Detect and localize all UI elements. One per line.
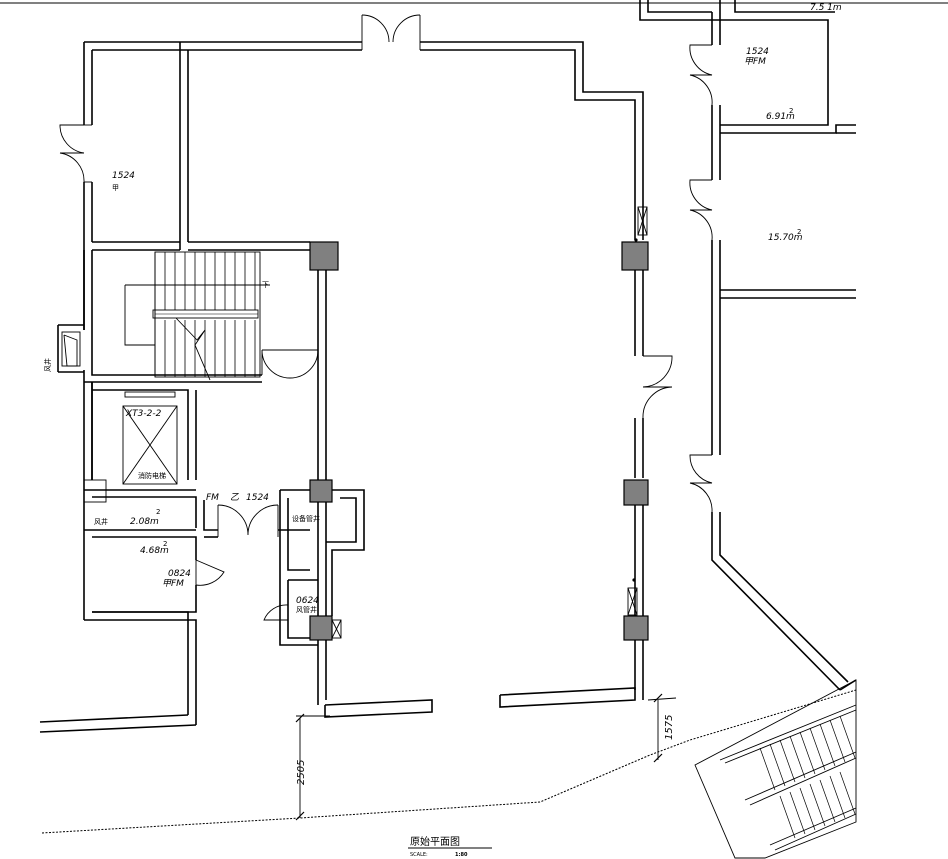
drawing-title: 原始平面图 [410,835,460,848]
room-labels: 1524 甲 1524 甲FM 6.91m 2 15.70m 2 7.5 1m … [94,3,842,614]
door-code-right: 1524 [746,47,769,57]
room-area-15-70: 15.70m [768,233,803,243]
left-vent-label: 风井 [43,358,52,372]
stair-down-label: 下 [262,281,269,289]
sup-3: 2 [156,508,160,516]
columns [309,206,649,641]
door-type-right: 甲FM [744,57,766,67]
room-door-type: 甲FM [162,579,184,589]
left-vent: 风井 [43,324,84,373]
dimension-2505: 2505 [296,760,307,785]
door-type-left: 甲 [112,184,119,192]
room-area-6-91: 6.91m [766,112,795,122]
exterior-walls [39,41,644,733]
elevator-code: XT3-2-2 [125,409,162,419]
room-door-code: 0824 [168,569,191,579]
sup-1: 2 [789,107,793,115]
room-area-4-68: 4.68m [140,546,169,556]
elevator-label: 消防电梯 [138,471,166,480]
scale-value: 1:80 [455,852,468,858]
title-block: 原始平面图 SCALE: 1:80 [408,835,492,858]
small-shaft-label: 风管井 [296,605,317,614]
door-fm-label: FM [206,493,219,503]
sup-2: 2 [797,228,801,236]
small-door-code: 0624 [296,596,319,606]
door-code-mid: 1524 [246,493,269,503]
shaft-area: 2.08m [130,517,159,527]
dimension-lines: 2505 1575 [41,689,857,834]
scale-label: SCALE: [410,852,428,858]
room-area-top: 7.5 1m [810,3,842,13]
doors [59,14,713,621]
elevator: XT3-2-2 消防电梯 [83,391,178,503]
dimension-1575: 1575 [664,715,675,740]
door-code-left: 1524 [112,171,135,181]
door-b-label: 乙 [230,493,239,503]
staircase: 下 [124,251,270,381]
equip-shaft-label: 设备管井 [292,514,320,523]
escalators [694,679,857,859]
right-wing-walls [639,0,857,691]
shaft-label: 风井 [94,517,108,526]
sup-4: 2 [163,540,167,548]
